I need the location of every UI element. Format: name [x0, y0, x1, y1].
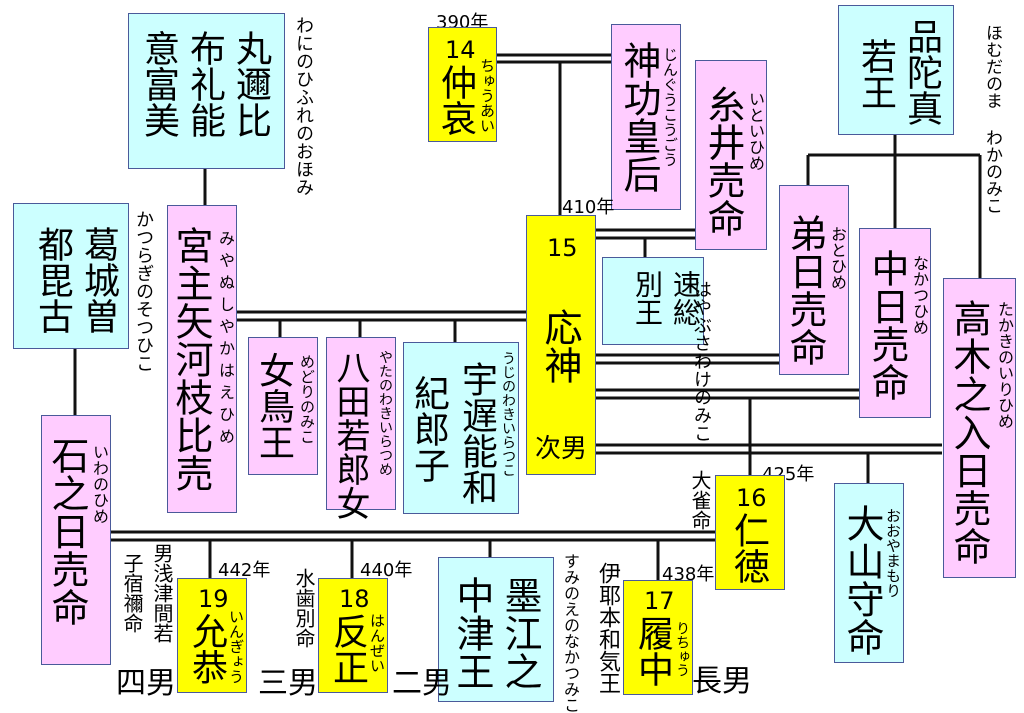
- reading-hayabusa: はやぶさわけのみこ: [691, 280, 712, 442]
- reading-suminoe: すみのえのなかつみこ: [561, 553, 580, 713]
- person-reading: めどりのみこ: [298, 354, 316, 444]
- name-col-1: 速総: [669, 270, 702, 326]
- person-hayabusa[interactable]: 速総 別王: [602, 257, 704, 345]
- emperor-number: 17: [644, 587, 675, 615]
- name-col-1: 丸邇比: [230, 30, 271, 138]
- person-reading: やたのわきいらつめ: [377, 350, 393, 476]
- person-ototo[interactable]: 弟日売命 おとひめ: [779, 185, 849, 375]
- person-homuda[interactable]: 品陀真 若王: [838, 5, 954, 135]
- person-name: 神功皇后: [617, 41, 661, 193]
- name-col-3: 意富美: [138, 30, 179, 138]
- person-wani[interactable]: 丸邇比 布礼能 意富美: [128, 13, 285, 169]
- person-reading: おとひめ: [828, 226, 847, 290]
- emperor-richu[interactable]: 17 履中 りちゅう: [623, 580, 693, 695]
- name-col-1: 葛城曽: [78, 226, 119, 334]
- year-ojin: 410年: [562, 197, 615, 218]
- person-itoi[interactable]: 糸井売命 いといひめ: [695, 60, 767, 250]
- alias-hanzei: 水歯別命: [292, 568, 316, 648]
- person-katsuragi[interactable]: 葛城曽 都毘古: [13, 203, 129, 349]
- person-suminoe[interactable]: 墨江之 中津王: [438, 557, 554, 702]
- emperor-note: 次男: [535, 434, 588, 464]
- year-hanzei: 440年: [360, 560, 413, 581]
- emperor-nintoku[interactable]: 16 仁徳: [715, 475, 785, 590]
- order-hanzei: 三男: [258, 666, 318, 701]
- reading-katsuragi: かつらぎのそつひこ: [133, 210, 154, 372]
- emperor-name: 仲哀: [435, 64, 476, 136]
- person-name: 弟日売命: [783, 214, 827, 366]
- name-col-1: 品陀真: [901, 18, 942, 126]
- person-takaki[interactable]: 高木之入日売命 たかきのいりひめ: [943, 278, 1016, 578]
- person-name: 中日売命: [865, 249, 909, 401]
- name-col-2: 都毘古: [32, 226, 73, 334]
- person-miyanushi[interactable]: 宮主矢河枝比売 みやぬしやかはえひめ: [167, 205, 237, 513]
- person-iwanohime[interactable]: 石之日売命 いわのひめ: [41, 415, 111, 665]
- order-suminoe: 二男: [392, 666, 452, 701]
- emperor-ojin[interactable]: 15 応神 次男: [526, 215, 596, 475]
- person-name: 宮主矢河枝比売: [169, 226, 213, 492]
- alias-ingyo-col-2: 子宿禰命: [120, 553, 144, 633]
- person-oyamamori[interactable]: 大山守命 おおやまもり: [834, 483, 904, 663]
- person-reading: いといひめ: [746, 91, 765, 171]
- person-reading: なかつひめ: [910, 255, 929, 335]
- alias-nintoku: 大雀命: [688, 470, 712, 530]
- order-ingyo: 四男: [116, 666, 176, 701]
- name-col-1: 宇遅能和: [456, 361, 497, 505]
- emperor-hanzei[interactable]: 18 反正 はんぜい: [318, 578, 388, 693]
- reading-homuda: ほむだのま わかのみこ: [982, 24, 1002, 214]
- emperor-reading: りちゅう: [674, 621, 690, 677]
- emperor-chuai[interactable]: 14 仲哀 ちゅうあい: [428, 27, 497, 142]
- person-name: 八田若郎女: [330, 350, 370, 520]
- person-reading: おおやまもり: [884, 508, 902, 598]
- name-col-2: 若王: [855, 38, 896, 110]
- person-name: 糸井売命: [701, 85, 745, 237]
- emperor-ingyo[interactable]: 19 允恭 いんぎょう: [177, 578, 247, 693]
- reading-wani: わにのひふれのおほみ: [293, 16, 314, 196]
- name-col-2: 布礼能: [184, 30, 225, 138]
- emperor-name: 允恭: [186, 613, 227, 685]
- emperor-reading: はんぜい: [368, 613, 386, 673]
- person-name: 大山守命: [840, 504, 884, 656]
- person-name: 女鳥王: [253, 352, 294, 460]
- person-name: 高木之入日売命: [947, 299, 991, 565]
- order-richu: 長男: [692, 664, 752, 699]
- alias-richu: 伊耶本和気王: [595, 562, 620, 694]
- person-nakatsu[interactable]: 中日売命 なかつひめ: [859, 228, 931, 418]
- year-richu: 438年: [662, 564, 715, 585]
- emperor-number: 15: [547, 234, 578, 262]
- emperor-name: 仁徳: [728, 512, 769, 584]
- emperor-number: 18: [339, 585, 370, 613]
- person-uji[interactable]: 宇遅能和 紀郎子 うじのわきいらつこ: [403, 342, 519, 514]
- name-col-1: 墨江之: [498, 576, 542, 690]
- name-col-2: 別王: [631, 270, 664, 326]
- name-col-2: 中津王: [450, 576, 494, 690]
- emperor-name: 反正: [327, 613, 368, 685]
- emperor-reading: ちゅうあい: [478, 58, 496, 133]
- emperor-name: 履中: [632, 615, 673, 687]
- alias-ingyo-col-1: 男浅津間若: [150, 543, 174, 643]
- emperor-number: 19: [198, 585, 229, 613]
- person-reading: たかきのいりひめ: [995, 301, 1014, 429]
- person-name: 石之日売命: [45, 436, 89, 626]
- person-yata[interactable]: 八田若郎女 やたのわきいらつめ: [326, 337, 396, 520]
- person-reading: みやぬしやかはえひめ: [216, 230, 235, 450]
- emperor-name: 応神: [538, 308, 582, 384]
- emperor-number: 16: [736, 484, 767, 512]
- person-reading: いわのひめ: [90, 444, 109, 524]
- emperor-number: 14: [445, 36, 476, 64]
- person-medori[interactable]: 女鳥王 めどりのみこ: [248, 337, 318, 475]
- person-reading: じんぐうこうごう: [661, 47, 679, 167]
- person-jingu[interactable]: 神功皇后 じんぐうこうごう: [611, 24, 681, 210]
- year-ingyo: 442年: [218, 560, 271, 581]
- person-reading: うじのわきいらつこ: [500, 351, 516, 477]
- emperor-reading: いんぎょう: [227, 609, 245, 684]
- name-col-2: 紀郎子: [408, 375, 449, 483]
